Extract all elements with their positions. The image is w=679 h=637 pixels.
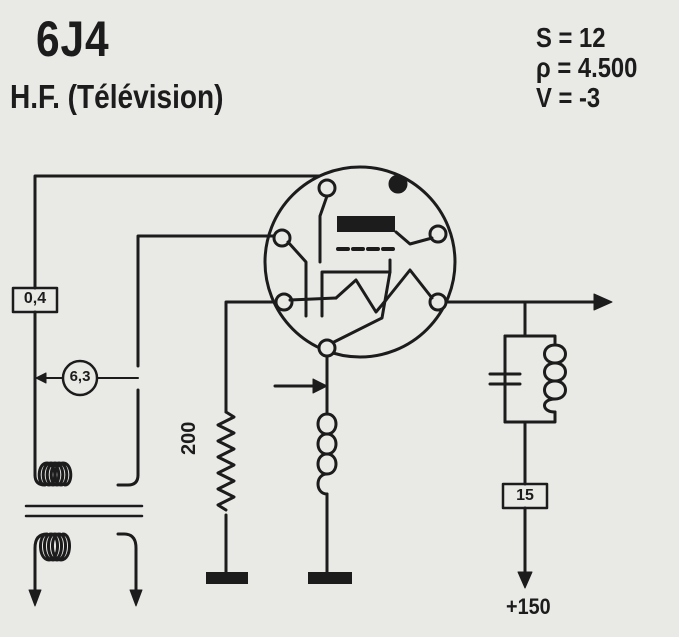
tube-pin-left-lower <box>274 292 294 312</box>
tube-subtitle: H.F. (Télévision) <box>10 78 224 115</box>
tube-internal-heater-lead1 <box>288 296 338 302</box>
wire-pin-left-lower <box>224 300 278 414</box>
input-arrowhead <box>312 378 328 394</box>
filament-current-box <box>11 286 59 314</box>
tube-internal-plate-lead <box>318 194 329 264</box>
tube-internal-bottom-lead <box>332 270 392 344</box>
tube-internal-grid-lead <box>394 230 434 246</box>
tube-name: 6J4 <box>36 11 110 67</box>
transformer-secondary-coil <box>33 532 138 592</box>
ground-left <box>206 572 248 584</box>
plate-resistor-label: 15 <box>516 487 534 504</box>
tank-inductor <box>543 343 567 414</box>
tube-internal-heater-lead2 <box>384 268 434 302</box>
supply-arrowhead <box>517 571 533 589</box>
tube-pin-right-upper <box>428 224 448 244</box>
grid-resistor-label: 200 <box>178 421 200 455</box>
secondary-arrow-right <box>129 589 143 607</box>
tube-pin-left-upper <box>272 228 292 248</box>
ground-right <box>308 572 352 584</box>
voltage-arrowhead <box>35 372 47 384</box>
cathode-inductor <box>316 412 338 496</box>
grid-resistor <box>216 410 236 512</box>
transformer-primary-coil <box>33 461 140 487</box>
wire-top-to-filament <box>33 174 321 290</box>
tube-heater <box>334 278 388 314</box>
param-v: V = -3 <box>536 82 601 113</box>
tube-cathode <box>320 258 392 318</box>
wire-pin-left-upper <box>136 234 276 368</box>
param-rho: ρ = 4.500 <box>536 52 638 83</box>
tube-pin-key <box>388 174 408 194</box>
tube-envelope <box>263 165 457 359</box>
output-arrowhead <box>593 293 613 311</box>
tube-plate <box>337 216 395 232</box>
tube-pin-top <box>317 178 337 198</box>
secondary-arrow-left <box>28 589 42 607</box>
filament-current-label: 0,4 <box>23 290 47 307</box>
param-s: S = 12 <box>536 22 606 53</box>
filament-voltage-label: 6,3 <box>69 368 91 385</box>
supply-voltage-label: +150 <box>506 594 551 619</box>
